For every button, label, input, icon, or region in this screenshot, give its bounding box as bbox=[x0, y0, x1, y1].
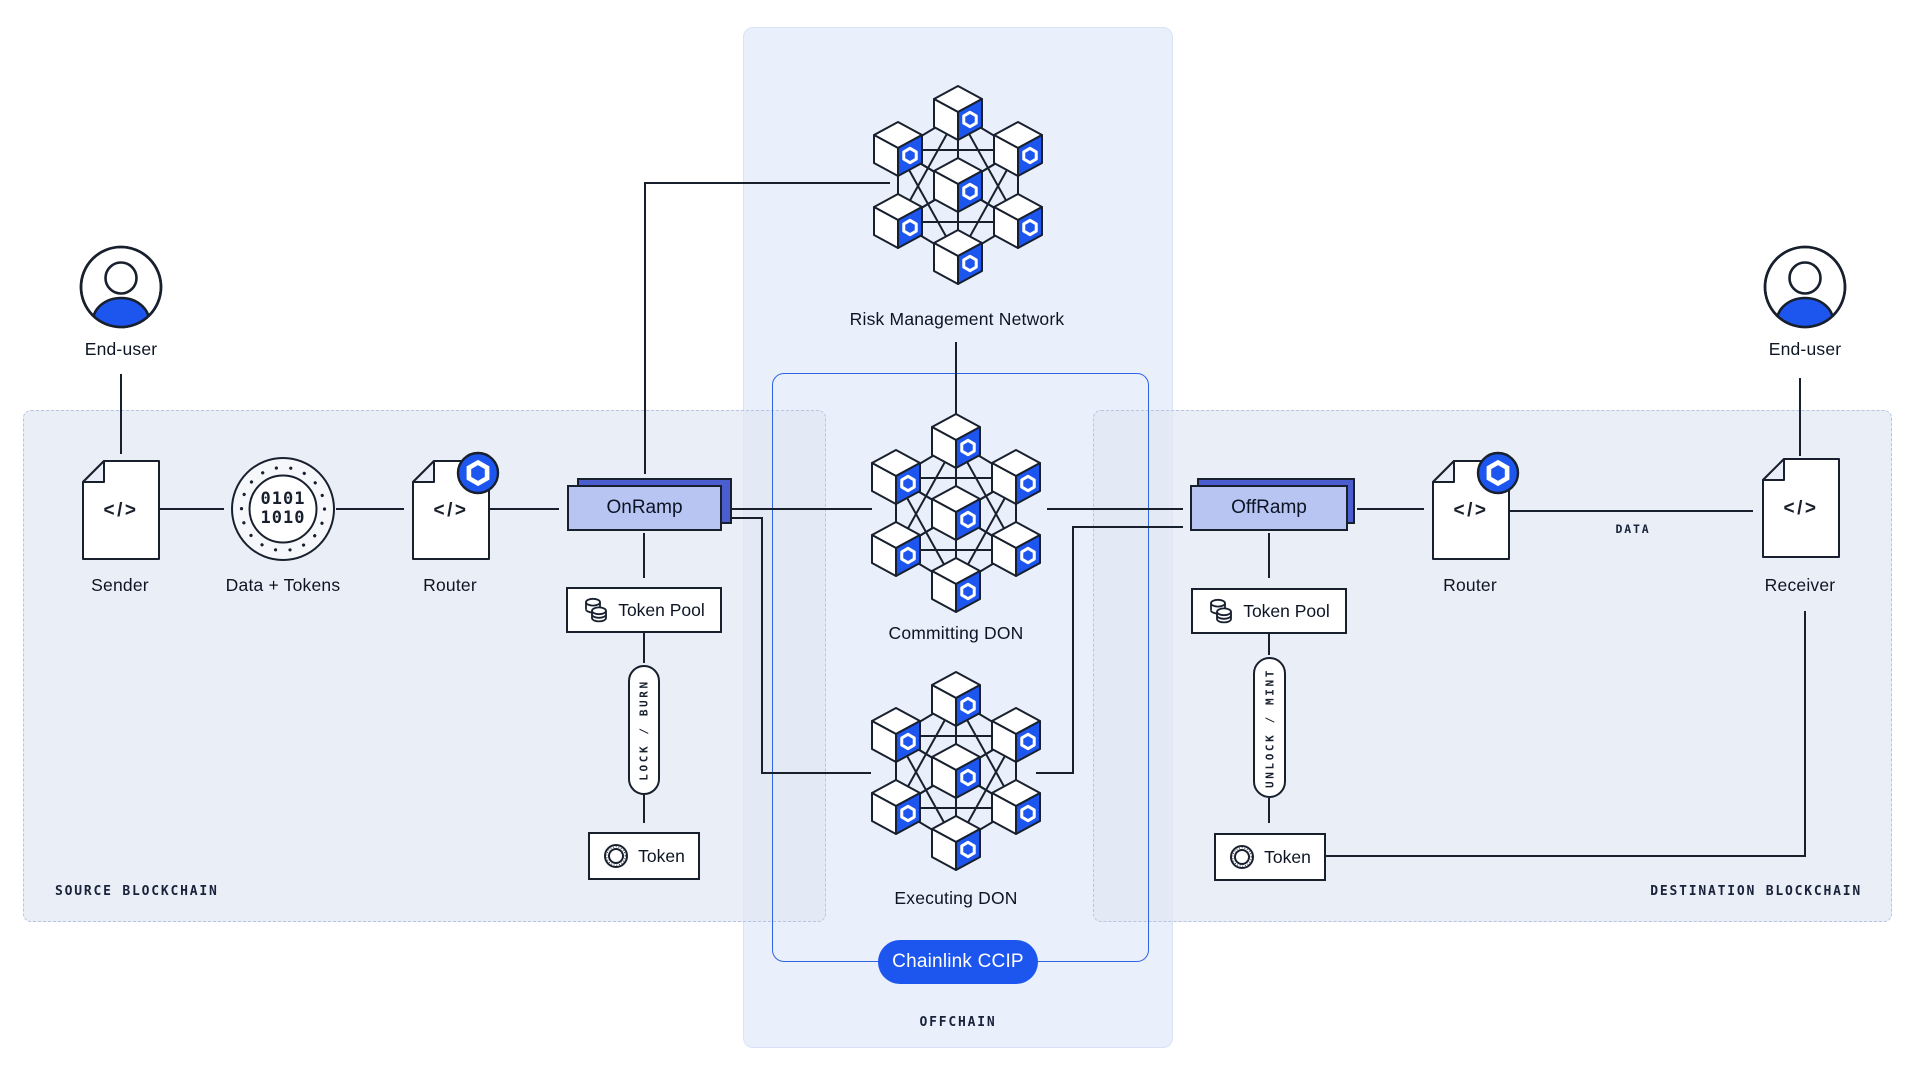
arrow-riskmgmt-to-onramp bbox=[644, 182, 890, 474]
chainlink-ccip-badge: Chainlink CCIP bbox=[878, 940, 1038, 984]
offchain-region-label: OFFCHAIN bbox=[919, 1015, 997, 1030]
destination-token: Token bbox=[1214, 833, 1326, 881]
unlock-mint-pill: UNLOCK / MINT bbox=[1253, 657, 1286, 798]
committing-don-label: Committing DON bbox=[888, 623, 1024, 643]
destination-token-pool: Token Pool bbox=[1191, 588, 1347, 634]
code-icon: </> bbox=[103, 500, 139, 521]
end-user-avatar-right bbox=[1763, 245, 1847, 329]
arrow-onramp-to-executing-don bbox=[731, 517, 871, 774]
offramp-front: OffRamp bbox=[1190, 485, 1348, 531]
destination-router-contract: </> bbox=[1432, 451, 1520, 560]
arrow-token-to-receiver bbox=[1326, 611, 1806, 857]
executing-don-label: Executing DON bbox=[894, 888, 1018, 908]
data-tokens-label: Data + Tokens bbox=[225, 575, 341, 595]
token-coin-icon bbox=[603, 843, 629, 869]
sender-contract: </> bbox=[82, 460, 160, 560]
end-user-avatar-left bbox=[79, 245, 163, 329]
lock-burn-pill: LOCK / BURN bbox=[628, 665, 660, 795]
token-coin-icon bbox=[1229, 844, 1255, 870]
destination-region-label: DESTINATION BLOCKCHAIN bbox=[1650, 884, 1862, 899]
code-icon: </> bbox=[433, 500, 469, 521]
onramp-front: OnRamp bbox=[567, 485, 722, 531]
end-user-label-right: End-user bbox=[1768, 339, 1842, 359]
source-token-pool: Token Pool bbox=[566, 587, 722, 633]
coins-stack-icon bbox=[583, 597, 609, 624]
data-flow-label: DATA bbox=[1615, 522, 1651, 536]
coins-stack-icon bbox=[1208, 598, 1234, 625]
onramp-node: OnRamp bbox=[567, 478, 732, 531]
risk-management-network-label: Risk Management Network bbox=[849, 309, 1065, 329]
arrow-executing-don-offramp-bidirectional bbox=[1036, 526, 1183, 774]
offramp-node: OffRamp bbox=[1190, 478, 1355, 531]
code-icon: </> bbox=[1783, 498, 1819, 519]
risk-management-network-graphic bbox=[870, 84, 1046, 286]
end-user-label-left: End-user bbox=[84, 339, 158, 359]
source-router-contract: </> bbox=[412, 451, 500, 560]
committing-don-graphic bbox=[868, 412, 1044, 614]
source-router-label: Router bbox=[423, 575, 477, 595]
executing-don-graphic bbox=[868, 670, 1044, 872]
source-token: Token bbox=[588, 832, 700, 880]
sender-label: Sender bbox=[91, 575, 149, 595]
receiver-contract: </> bbox=[1762, 458, 1840, 558]
receiver-label: Receiver bbox=[1764, 575, 1836, 595]
code-icon: </> bbox=[1453, 500, 1489, 521]
destination-router-label: Router bbox=[1443, 575, 1497, 595]
source-region-label: SOURCE BLOCKCHAIN bbox=[55, 884, 219, 899]
